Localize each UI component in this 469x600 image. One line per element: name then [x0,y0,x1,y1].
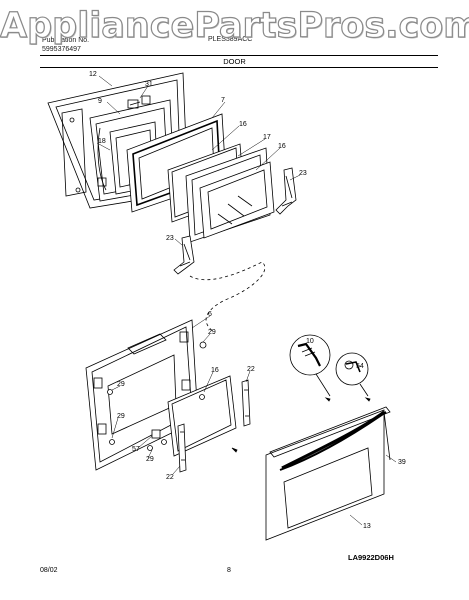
callout-16-b: 16 [278,143,286,150]
callout-17: 17 [263,134,271,141]
callout-22-a: 22 [247,366,255,373]
hinge-part-23-right [275,167,297,215]
callout-29-d: 29 [146,456,154,463]
bracket-part-22-left [177,423,187,473]
callout-39: 39 [398,459,406,466]
glass-panel-part-16-lower [167,375,237,457]
glass-panel-part-16-outer [199,161,275,239]
callout-16-c: 16 [211,367,219,374]
callout-6: 6 [208,311,212,318]
callout-29-b: 29 [117,381,125,388]
callout-7: 7 [221,97,225,104]
callout-16-a: 16 [239,121,247,128]
callout-12: 12 [89,71,97,78]
callout-23-a: 23 [299,170,307,177]
header-rule-bottom [40,67,438,68]
callout-18: 18 [98,138,106,145]
screw-detail-part-54 [335,352,369,386]
callout-labels: 12 31 9 7 16 18 17 16 23 23 6 29 29 16 2… [89,71,406,530]
footer-date: 08/02 [40,567,58,574]
callout-13: 13 [363,523,371,530]
page-title: DOOR [223,57,246,66]
screw-part-29 [107,341,207,451]
publication-number: 5995376497 [42,46,81,53]
leader-lines [96,75,397,526]
hinge-part-23-left [173,235,195,275]
callout-54: 54 [356,363,364,370]
publication-block: Publication No. 5995376497 [42,36,89,54]
outer-door-panel-part-13 [265,406,391,541]
publication-label: Publication No. [42,37,90,44]
door-handle-part-39 [281,410,391,470]
callout-9: 9 [98,98,102,105]
drawing-code: LA9922D06H [348,553,394,562]
callout-31: 31 [145,81,153,88]
callout-22-b: 22 [166,474,174,481]
model-label: PLES389ACC [208,36,253,43]
callout-57: 57 [132,446,140,453]
callout-23-b: 23 [166,235,174,242]
header-rule-top [40,55,438,56]
callout-29-c: 29 [117,413,125,420]
bracket-part-22-right [241,379,251,427]
screw-detail-part-10 [289,334,331,376]
page-number: 8 [227,567,231,574]
dashed-connector [189,261,266,333]
callout-10: 10 [306,338,314,345]
callout-29-a: 29 [208,329,216,336]
watermark: AppliancePartsPros.com [0,5,469,46]
